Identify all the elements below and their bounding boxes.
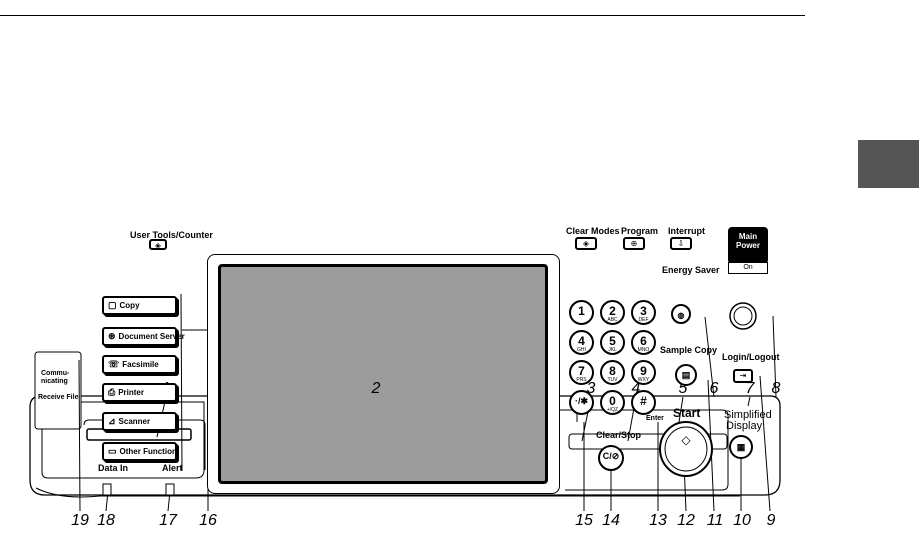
callout-5: 5 xyxy=(678,380,688,397)
main-power-label-2: Power xyxy=(735,241,760,250)
callout-16: 16 xyxy=(199,512,217,529)
keypad-key[interactable]: ·/✱ xyxy=(569,390,594,415)
program-icon: ⊕ xyxy=(630,239,638,248)
simplified-display-icon: ▦ xyxy=(736,442,746,452)
login-logout-label: Login/Logout xyxy=(722,352,780,362)
chapter-tab xyxy=(858,140,919,188)
printer-icon: ⎙ xyxy=(108,387,116,397)
facsimile-icon: ☏ xyxy=(108,359,120,369)
clear-modes-button[interactable]: ◈ xyxy=(575,237,597,250)
interrupt-icon: ⇩ xyxy=(677,239,685,248)
callout-15: 15 xyxy=(575,512,593,529)
callout-14: 14 xyxy=(602,512,620,529)
login-icon: ⇥ xyxy=(739,371,747,380)
copy-key[interactable]: ▢Copy xyxy=(102,296,177,315)
user-tools-label: User Tools/Counter xyxy=(130,230,213,240)
printer-key[interactable]: ⎙Printer xyxy=(102,383,177,402)
display-panel[interactable] xyxy=(218,264,548,484)
callout-18: 18 xyxy=(97,512,115,529)
energy-saver-label: Energy Saver xyxy=(662,265,720,275)
keypad-key[interactable]: 0+/QZ xyxy=(600,390,625,415)
sample-copy-icon: ▤ xyxy=(681,370,691,380)
program-label: Program xyxy=(621,226,659,236)
callout-8: 8 xyxy=(771,380,781,397)
communicating-label-1: Commu- xyxy=(41,370,70,377)
callout-10: 10 xyxy=(733,512,751,529)
callout-6: 6 xyxy=(709,380,719,397)
keypad-key[interactable]: 1 xyxy=(569,300,594,325)
sample-copy-label: Sample Copy xyxy=(660,345,718,355)
document-server-key[interactable]: ⊛Document Server xyxy=(102,327,185,346)
interrupt-button[interactable]: ⇩ xyxy=(670,237,692,250)
callout-4: 4 xyxy=(631,380,641,397)
callout-12: 12 xyxy=(677,512,695,529)
start-label: Start xyxy=(673,406,701,420)
callout-17: 17 xyxy=(159,512,177,529)
clear-modes-icon: ◈ xyxy=(582,239,590,248)
callout-9: 9 xyxy=(766,512,776,529)
copy-key-label: Copy xyxy=(119,301,140,310)
other-function-key-label: Other Function xyxy=(119,447,177,456)
alert-label: Alert xyxy=(162,463,183,473)
clear-stop-button[interactable]: C/⊘ xyxy=(602,451,620,461)
printer-key-label: Printer xyxy=(118,388,144,397)
simplified-label-2: Display xyxy=(726,420,763,432)
clear-modes-label: Clear Modes xyxy=(566,226,620,236)
other-function-icon: ▭ xyxy=(108,446,117,456)
facsimile-key[interactable]: ☏Facsimile xyxy=(102,355,177,374)
main-power-indicator: Main Power xyxy=(728,227,768,264)
document-server-icon: ⊛ xyxy=(108,331,116,341)
callout-3: 3 xyxy=(586,380,596,397)
start-icon: ◇ xyxy=(681,433,691,447)
facsimile-key-label: Facsimile xyxy=(122,360,159,369)
data-in-label: Data In xyxy=(98,463,129,473)
user-tools-button[interactable]: ◈ xyxy=(149,239,167,250)
main-power-label-1: Main xyxy=(738,232,758,241)
scanner-key[interactable]: ⊿Scanner xyxy=(102,412,177,431)
simplified-display-button[interactable]: ▦ xyxy=(729,435,753,459)
energy-saver-icon: ◍ xyxy=(677,311,685,320)
user-tools-icon: ◈ xyxy=(154,241,162,250)
energy-saver-button[interactable]: ◍ xyxy=(671,304,691,324)
receive-file-label: Receive File xyxy=(38,394,79,401)
on-indicator: On xyxy=(728,262,768,274)
clear-stop-label: Clear/Stop xyxy=(596,430,642,440)
login-logout-button[interactable]: ⇥ xyxy=(733,369,753,383)
copy-icon: ▢ xyxy=(108,300,117,310)
interrupt-label: Interrupt xyxy=(668,226,705,236)
program-button[interactable]: ⊕ xyxy=(623,237,645,250)
other-function-key[interactable]: ▭Other Function xyxy=(102,442,177,461)
scanner-icon: ⊿ xyxy=(108,416,116,426)
document-server-key-label: Document Server xyxy=(118,332,185,341)
callout-19: 19 xyxy=(71,512,89,529)
communicating-label-2: nicating xyxy=(41,378,68,385)
scanner-key-label: Scanner xyxy=(118,417,151,426)
simplified-label-1: Simplified xyxy=(724,409,772,421)
sample-copy-button[interactable]: ▤ xyxy=(675,364,697,386)
callout-11: 11 xyxy=(706,512,724,529)
callout-13: 13 xyxy=(649,512,667,529)
callout-2: 2 xyxy=(371,380,381,397)
top-rule xyxy=(0,15,805,16)
start-button[interactable]: ◇ xyxy=(678,433,694,447)
callout-7: 7 xyxy=(745,380,755,397)
keypad-key[interactable]: # xyxy=(631,390,656,415)
enter-label: Enter xyxy=(646,415,664,422)
